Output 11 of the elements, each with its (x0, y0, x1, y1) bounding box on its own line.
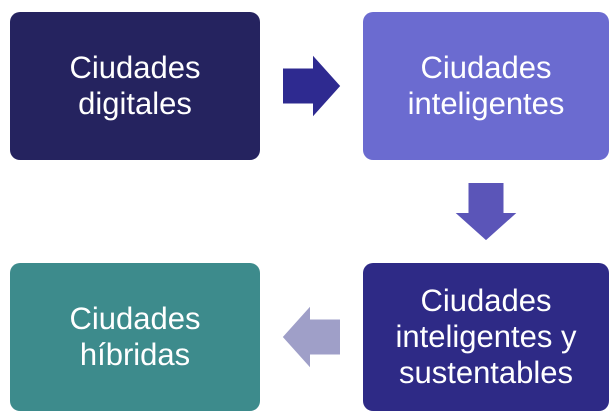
process-box (10, 263, 260, 411)
block-arrow (283, 56, 340, 116)
box-label: Ciudades digitales (68, 50, 202, 122)
box-label: Ciudades inteligentes y sustentables (394, 283, 578, 391)
box-label: Ciudades híbridas (68, 301, 202, 373)
block-arrow (282, 306, 340, 368)
process-box (363, 263, 609, 411)
box-label: Ciudades inteligentes (406, 50, 566, 122)
process-box (363, 12, 609, 160)
block-arrow (456, 183, 516, 240)
process-box (10, 12, 260, 160)
